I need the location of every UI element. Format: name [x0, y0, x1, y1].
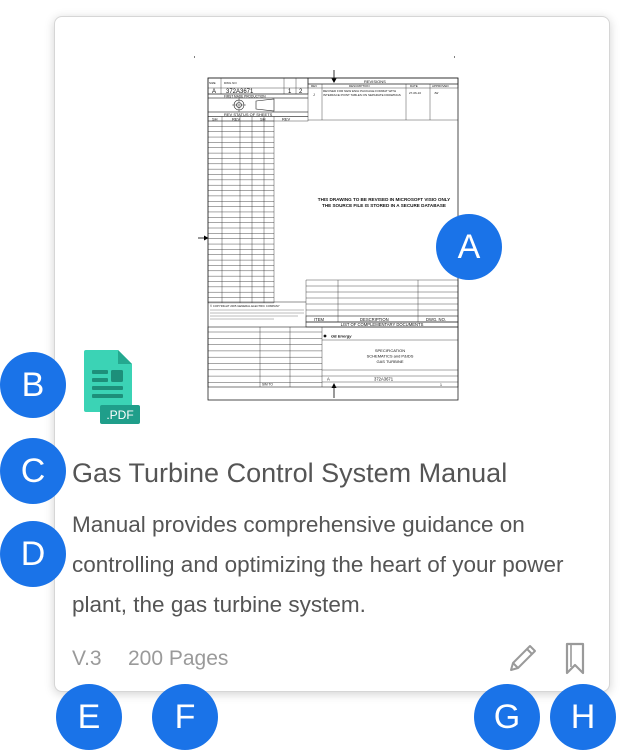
pencil-icon	[510, 645, 536, 671]
thumb-desc-h: DESCRIPTION	[349, 84, 370, 88]
thumb-sh-header: SH	[212, 116, 218, 121]
bookmark-button[interactable]	[560, 640, 596, 676]
bookmark-icon	[565, 642, 585, 675]
thumb-size-label: SIZE	[209, 81, 216, 85]
document-thumbnail[interactable]: SIZE A 372A3671 1 2 DWG NO FIRST MADE PR…	[194, 40, 464, 402]
document-title[interactable]: Gas Turbine Control System Manual	[72, 458, 508, 488]
thumb-dwg-no: 372A3671	[226, 89, 254, 95]
annotation-badge-f: F	[152, 684, 218, 750]
document-description: Manual provides comprehensive guidance o…	[72, 512, 564, 617]
thumb-spec-2: SCHEMATICS and P&IDS	[367, 354, 414, 359]
sheet-status-grid	[207, 116, 275, 304]
title-block-rows	[208, 331, 322, 383]
annotation-badge-g: G	[474, 684, 540, 750]
document-version: V.3	[72, 647, 102, 670]
thumb-comp-docs: LIST OF COMPLEMENTARY DOCUMENTS	[341, 322, 424, 327]
thumb-sheet-of: 2	[299, 89, 303, 95]
thumb-revisions-title: REVISIONS	[364, 79, 386, 84]
thumb-rev-desc: REVISED FOR NEW ENGI PACKAGE FORMAT WITH…	[323, 90, 401, 97]
annotation-badge-a: A	[436, 214, 502, 280]
document-page-count: 200 Pages	[128, 647, 229, 670]
thumb-rev-j: J	[313, 93, 315, 97]
thumb-rev-header: REV	[232, 116, 241, 121]
thumb-sh-header-2: SH	[260, 116, 266, 121]
annotation-badge-b: B	[0, 352, 66, 418]
thumb-first-made: FIRST MADE PRODUCTION	[224, 94, 266, 98]
edit-button[interactable]	[505, 640, 541, 676]
pdf-label: .PDF	[106, 408, 133, 422]
thumb-approved-h: APPROVED	[432, 84, 450, 88]
thumb-dwgno-h: DWG. NO.	[426, 317, 446, 322]
thumb-spec-1: SPECIFICATION	[375, 348, 405, 353]
annotation-badge-e: E	[56, 684, 122, 750]
thumb-dwg-label: DWG NO	[224, 81, 237, 85]
annotation-badge-h: H	[550, 684, 616, 750]
annotation-badge-c: C	[0, 438, 66, 504]
thumb-footer-dwg: 372A3671	[374, 377, 394, 382]
complementary-documents-table	[305, 279, 459, 316]
pdf-file-icon: .PDF	[82, 348, 140, 424]
thumb-rev-approved: JW	[434, 91, 439, 95]
thumb-rev-date: 27-06-10	[409, 91, 421, 95]
thumb-item-h: ITEM	[314, 317, 325, 322]
thumb-date-h: DATE	[410, 84, 418, 88]
thumb-notice-1: THIS DRAWING TO BE REVISED IN MICROSOFT …	[318, 197, 450, 202]
thumb-rev-status: REV STATUS OF SHEETS	[224, 112, 273, 117]
thumb-copyright: © COPYRIGHT 2005 GENERAL ELECTRIC COMPAN…	[210, 304, 280, 308]
thumb-company: GE Energy	[331, 334, 352, 339]
annotation-badge-d: D	[0, 521, 66, 587]
thumb-footer-size: A	[327, 377, 330, 382]
thumb-spec-3: GAS TURBINE	[376, 359, 403, 364]
thumb-sim-to: SIM TO	[262, 383, 273, 387]
thumb-sheet: 1	[288, 89, 292, 95]
thumb-footer-sheet: 1	[440, 383, 442, 387]
thumb-size-value: A	[212, 89, 216, 95]
thumb-notice-2: THE SOURCE FILE IS STORED IN A SECURE DA…	[322, 203, 446, 208]
thumb-rev-h: REV	[311, 84, 317, 88]
thumb-description-h: DESCRIPTION	[360, 317, 389, 322]
thumb-rev-header-2: REV	[282, 116, 291, 121]
